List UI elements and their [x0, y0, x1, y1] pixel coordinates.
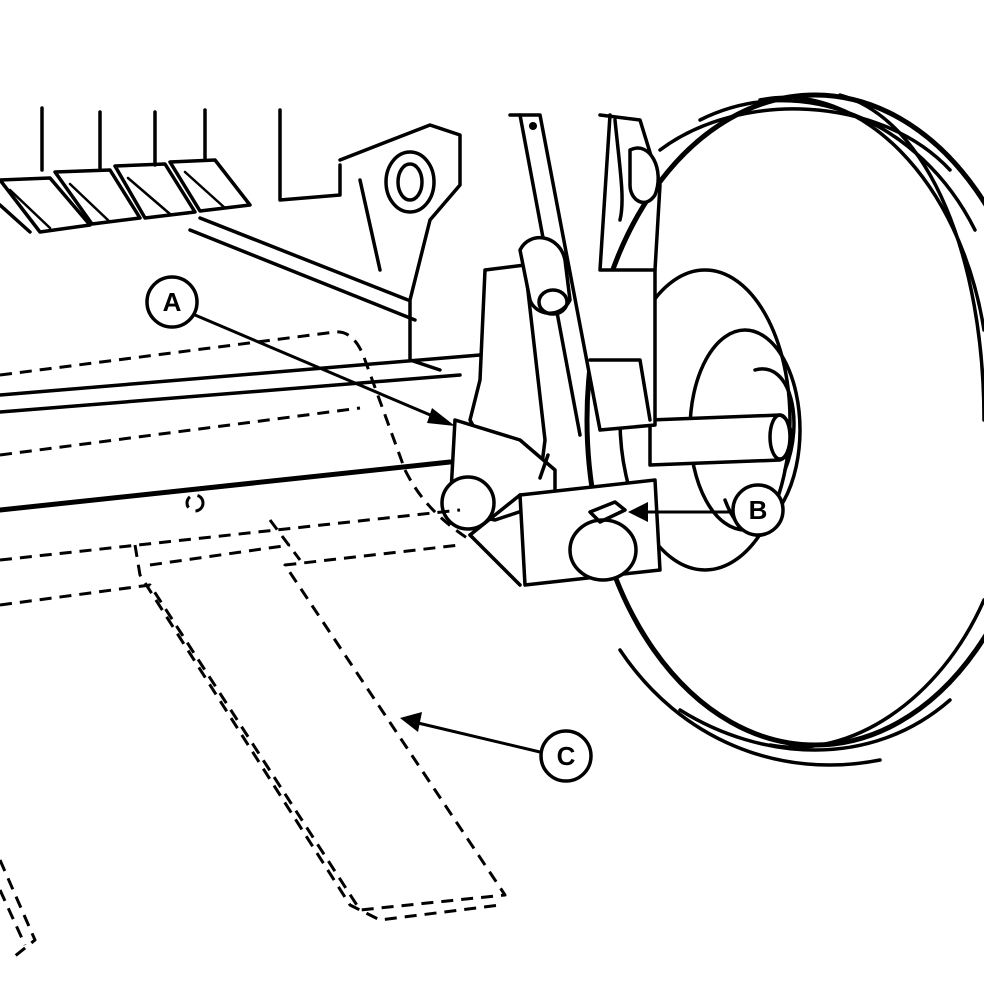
- leader-line-c: [417, 721, 541, 754]
- mounting-bracket: [188, 123, 462, 372]
- arrowhead-a: [427, 408, 455, 426]
- grille-slot: [113, 162, 197, 220]
- tire-tread-line: [768, 598, 984, 750]
- axle-end: [768, 413, 792, 461]
- housing-pin-head: [568, 518, 638, 582]
- grille-post: [40, 106, 207, 172]
- housing-edge: [538, 453, 550, 480]
- dashed-edge: [0, 330, 407, 471]
- dashed-edge: [268, 519, 302, 561]
- callout-circle-a: [145, 275, 199, 329]
- callout-circle-c: [539, 729, 593, 783]
- frame-bracket: [588, 358, 652, 422]
- callout-label-c: C: [557, 741, 576, 771]
- dashed-hole: [185, 493, 205, 513]
- callout-b: B: [628, 483, 785, 537]
- dashed-edge: [0, 859, 37, 962]
- frame-upright: [508, 113, 657, 432]
- bracket-bolt-center: [396, 162, 424, 202]
- lift-pin-housing: [518, 235, 572, 315]
- bracket-bolt-head: [384, 150, 436, 214]
- tire-tread-line: [758, 95, 984, 332]
- hairpin-clip: [588, 500, 627, 524]
- leader-line-a: [194, 313, 443, 422]
- bracket-strut: [188, 228, 417, 322]
- dashed-edge: [403, 469, 471, 542]
- callout-label-b: B: [749, 495, 768, 525]
- pivot-bolt-A: [440, 475, 496, 531]
- hub-bolt: [753, 367, 796, 472]
- frame-clip: [628, 146, 660, 205]
- callout-a: A: [145, 275, 455, 426]
- dashed-edge: [149, 543, 291, 567]
- bracket-edge: [358, 178, 382, 272]
- grille-bracket: [278, 108, 342, 202]
- deck-bottom-edge: [0, 459, 453, 513]
- deck-top-edge: [0, 353, 482, 397]
- frame-post: [508, 113, 662, 437]
- arrowhead-c: [400, 712, 422, 732]
- grille-hatch: [0, 203, 32, 234]
- dashed-edge: [0, 406, 361, 457]
- hidden-deck-outline: [0, 330, 507, 962]
- frame-edge: [613, 118, 624, 222]
- bracket-strut: [198, 216, 410, 302]
- dashed-edge: [0, 543, 507, 912]
- dashed-edge: [133, 544, 501, 922]
- housing-side-edge: [468, 493, 522, 537]
- grille: [0, 106, 342, 234]
- tire-tread-line: [678, 698, 952, 752]
- housing-side-edge: [468, 533, 522, 587]
- callout-label-a: A: [163, 287, 182, 317]
- callout-c: C: [400, 712, 593, 783]
- arrowhead-b: [628, 502, 648, 522]
- deck-body: [0, 353, 482, 513]
- grille-slot: [53, 168, 142, 226]
- tire-tread-line: [618, 648, 882, 767]
- rivet: [529, 122, 537, 130]
- dashed-edge: [0, 508, 461, 562]
- grille-slot: [0, 176, 92, 234]
- lift-pin: [537, 288, 569, 316]
- axle-housing: [468, 453, 662, 587]
- lift-linkage: [440, 235, 652, 531]
- deck-top-edge: [0, 373, 462, 414]
- dashed-edge: [0, 889, 27, 946]
- tire-tread-line: [658, 107, 952, 172]
- callout-circle-b: [731, 483, 785, 537]
- axle: [648, 413, 793, 467]
- tire-tread-line: [838, 93, 984, 422]
- grille-hatch: [8, 170, 227, 230]
- grille-slot: [168, 158, 252, 213]
